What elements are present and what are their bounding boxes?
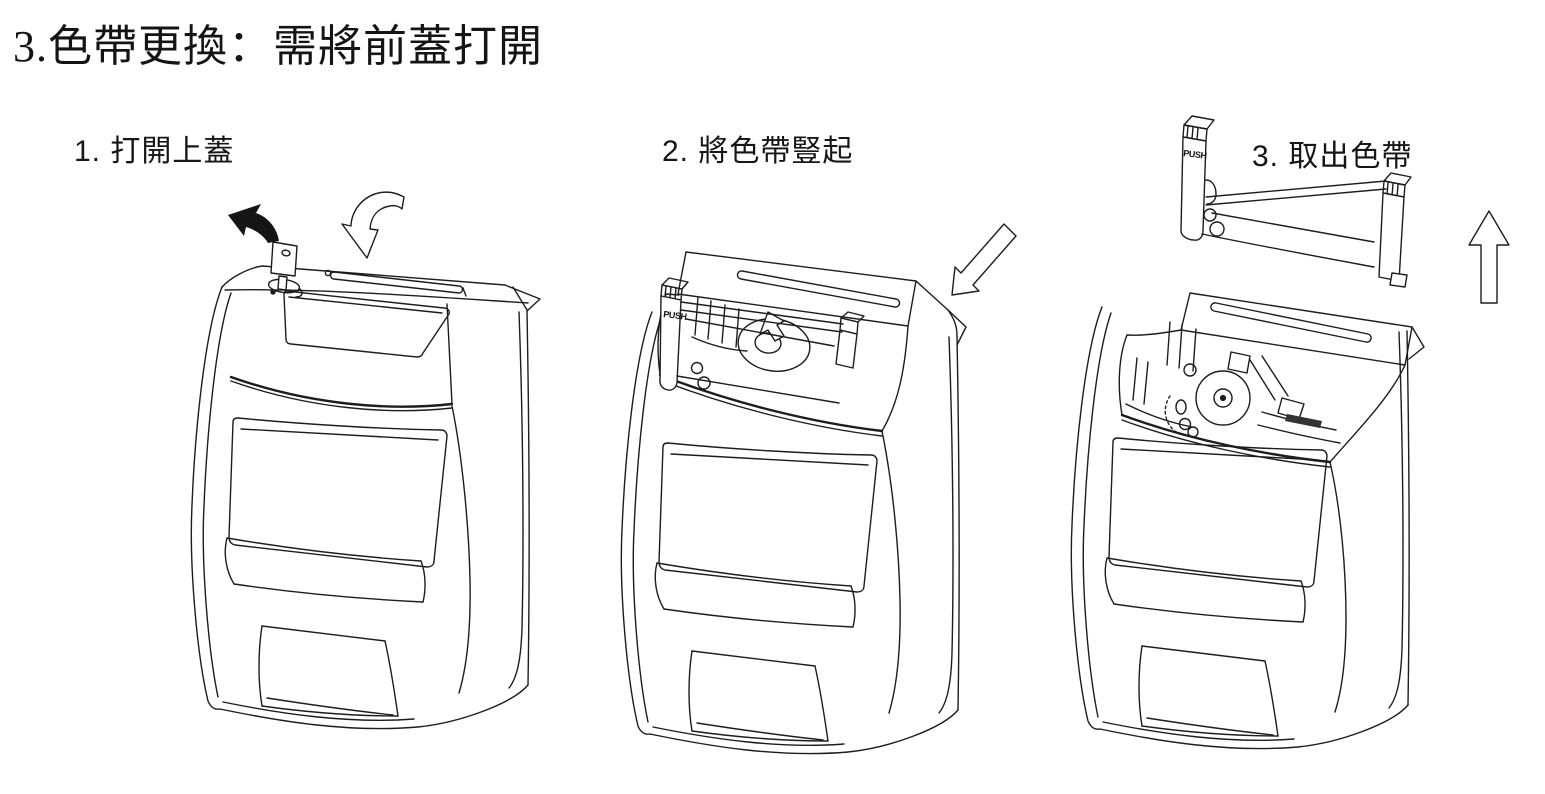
step-2-label: 2. 將色帶豎起 [662,135,854,168]
step1-illustration [190,191,541,730]
step-1-label: 1. 打開上蓋 [74,135,235,168]
stand-up-direction-arrow-icon [951,223,1017,296]
paper-exit-slot [324,269,467,297]
step3-illustration: PUSH [1070,115,1510,750]
push-label: PUSH [1183,148,1207,161]
step-3-label: 3. 取出色帶 [1252,140,1413,173]
printer-body-3 [1070,306,1410,750]
push-label: PUSH [663,309,687,322]
open-top-compartment-3 [1118,292,1425,468]
step2-illustration: PUSH [620,223,1017,755]
lift-out-arrow-up-icon [1468,210,1510,304]
ribbon-cartridge-removed: PUSH [1180,115,1412,288]
paper-exit-slot [1210,302,1372,343]
ribbon-drive-gear [1164,363,1251,438]
ribbon-cartridge-standing: PUSH [659,277,865,404]
cover-window [283,290,450,358]
printer-body-2 [620,311,960,755]
open-cover-arrow-icon [341,191,405,259]
latch-tab [267,241,303,298]
flip-latch-arrow-icon [228,204,279,243]
paper-exit-slot [736,270,901,308]
open-top-compartment-2 [657,251,967,437]
top-cover-closed [221,265,541,412]
section-title: 3.色帶更換：需將前蓋打開 [13,22,543,71]
printer-body-1 [190,286,530,730]
